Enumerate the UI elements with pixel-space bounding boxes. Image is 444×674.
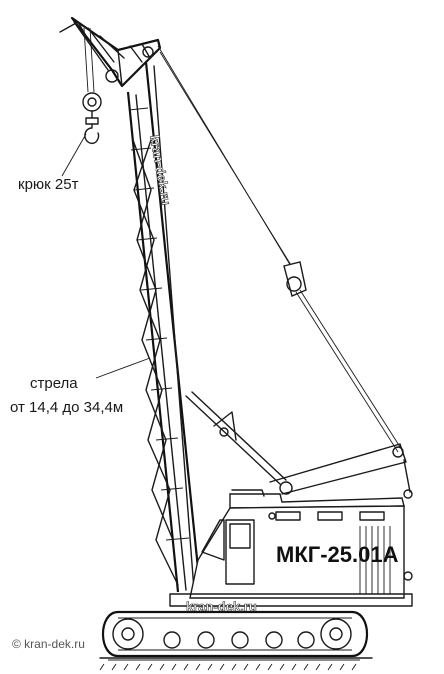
hook-leader-line	[61, 133, 87, 177]
pendant-ropes	[157, 45, 403, 453]
boom-leader-line	[95, 357, 151, 379]
copyright-label: © kran-dek.ru	[12, 637, 85, 651]
boom	[126, 61, 202, 593]
ground-line	[99, 657, 373, 671]
hook-label: крюк 25т	[18, 176, 79, 193]
crawler-tracks	[101, 610, 369, 661]
watermark-vertical: kran-dek.ru	[147, 134, 174, 206]
watermark-horizontal: kran-dek.ru	[186, 599, 257, 614]
hook-block	[82, 27, 102, 145]
model-label: МКГ-25.01А	[276, 542, 399, 567]
boom-head	[59, 16, 162, 88]
boom-label-line1: стрела	[30, 375, 78, 392]
upper-structure	[169, 489, 413, 607]
gantry	[185, 391, 411, 495]
boom-label-line2: от 14,4 до 34,4м	[10, 399, 123, 416]
